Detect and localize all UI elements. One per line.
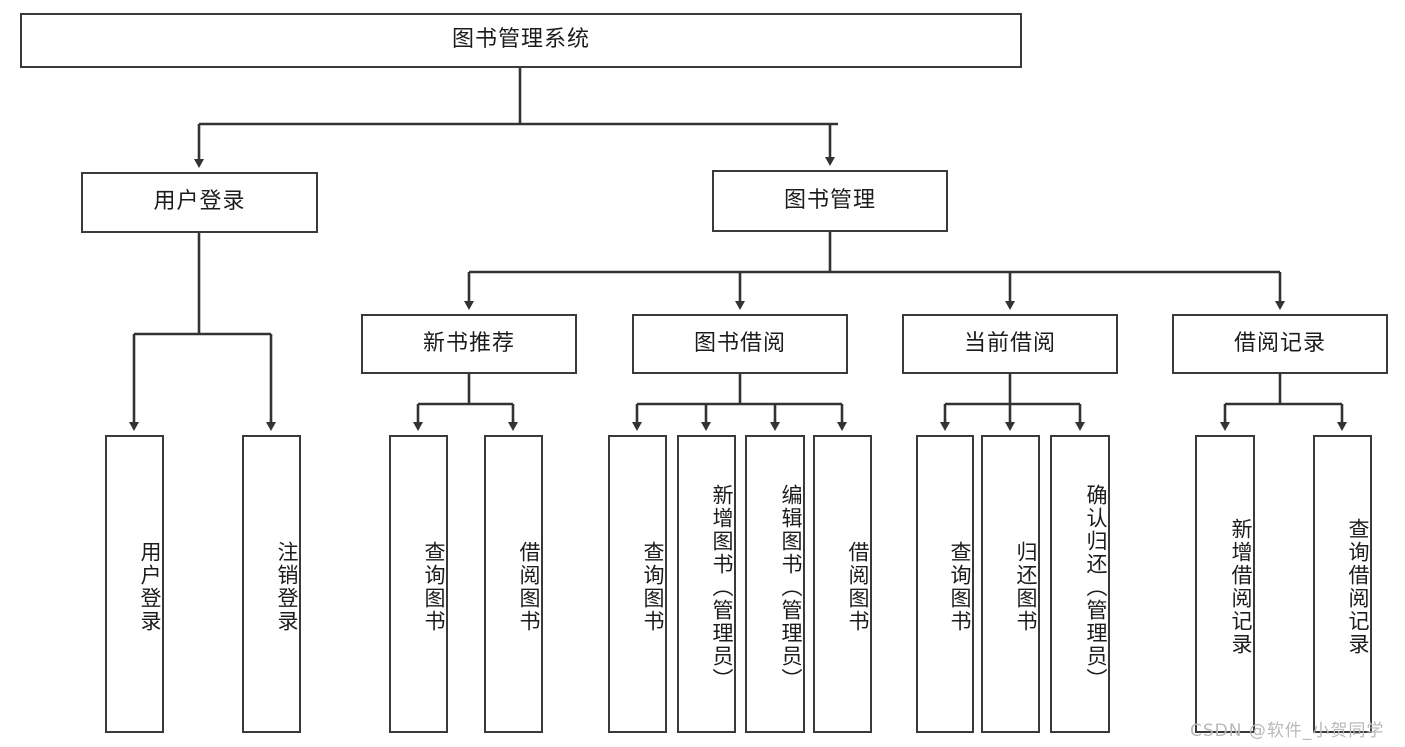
leaf-book-borrow-2[interactable]: 新增图书（管理员） bbox=[677, 435, 736, 733]
node-current-borrow[interactable]: 当前借阅 bbox=[902, 314, 1118, 374]
leaf-book-borrow-4[interactable]: 借阅图书 bbox=[813, 435, 872, 733]
leaf-book-borrow-1-label: 查询图书 bbox=[641, 541, 665, 633]
node-current-borrow-label: 当前借阅 bbox=[963, 330, 1056, 356]
leaf-book-borrow-4-label: 借阅图书 bbox=[846, 541, 870, 633]
csdn-watermark: CSDN @软件_小贺同学 bbox=[1190, 721, 1385, 741]
leaf-book-borrow-1[interactable]: 查询图书 bbox=[608, 435, 667, 733]
node-book-manage[interactable]: 图书管理 bbox=[712, 170, 948, 232]
leaf-new-book-1[interactable]: 查询图书 bbox=[389, 435, 448, 733]
leaf-user-login-2[interactable]: 注销登录 bbox=[242, 435, 301, 733]
leaf-current-borrow-3[interactable]: 确认归还（管理员） bbox=[1050, 435, 1110, 733]
node-root-label: 图书管理系统 bbox=[451, 27, 590, 53]
leaf-current-borrow-2[interactable]: 归还图书 bbox=[981, 435, 1040, 733]
leaf-current-borrow-2-label: 归还图书 bbox=[1014, 541, 1038, 633]
node-book-borrow[interactable]: 图书借阅 bbox=[632, 314, 848, 374]
leaf-current-borrow-3-label: 确认归还（管理员） bbox=[1084, 483, 1108, 691]
node-book-borrow-label: 图书借阅 bbox=[693, 330, 786, 356]
node-new-book-recommend[interactable]: 新书推荐 bbox=[361, 314, 577, 374]
leaf-new-book-1-label: 查询图书 bbox=[422, 541, 446, 633]
leaf-book-borrow-3[interactable]: 编辑图书（管理员） bbox=[745, 435, 805, 733]
leaf-borrow-record-1[interactable]: 新增借阅记录 bbox=[1195, 435, 1255, 733]
node-user-login[interactable]: 用户登录 bbox=[81, 172, 318, 233]
leaf-book-borrow-2-label: 新增图书（管理员） bbox=[710, 483, 734, 691]
node-new-book-recommend-label: 新书推荐 bbox=[422, 330, 515, 356]
leaf-book-borrow-3-label: 编辑图书（管理员） bbox=[779, 483, 803, 691]
node-borrow-record[interactable]: 借阅记录 bbox=[1172, 314, 1388, 374]
node-root[interactable]: 图书管理系统 bbox=[20, 13, 1022, 68]
leaf-borrow-record-2[interactable]: 查询借阅记录 bbox=[1313, 435, 1372, 733]
leaf-current-borrow-1-label: 查询图书 bbox=[948, 541, 972, 633]
leaf-borrow-record-2-label: 查询借阅记录 bbox=[1346, 518, 1370, 656]
leaf-current-borrow-1[interactable]: 查询图书 bbox=[916, 435, 974, 733]
leaf-user-login-2-label: 注销登录 bbox=[275, 541, 299, 633]
node-book-manage-label: 图书管理 bbox=[783, 187, 876, 213]
leaf-borrow-record-1-label: 新增借阅记录 bbox=[1229, 518, 1253, 656]
node-borrow-record-label: 借阅记录 bbox=[1233, 330, 1326, 356]
leaf-new-book-2[interactable]: 借阅图书 bbox=[484, 435, 543, 733]
leaf-new-book-2-label: 借阅图书 bbox=[517, 541, 541, 633]
leaf-user-login-1[interactable]: 用户登录 bbox=[105, 435, 164, 733]
node-user-login-label: 用户登录 bbox=[153, 189, 246, 215]
leaf-user-login-1-label: 用户登录 bbox=[138, 541, 162, 633]
